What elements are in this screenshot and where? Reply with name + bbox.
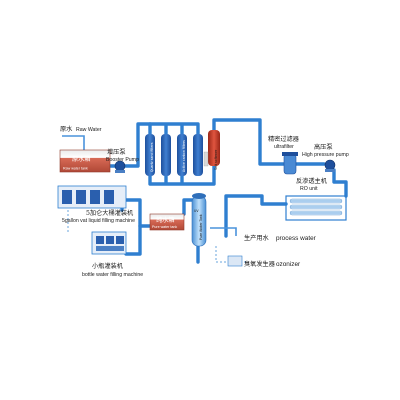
filter-header-pipe [148, 122, 200, 136]
booster-pump [114, 160, 126, 173]
bottle-zh: 小瓶灌装机 [92, 262, 124, 270]
process-water-pipe [210, 227, 237, 236]
ro-zh: 反渗透主机 [296, 177, 328, 185]
ro-en: RO unit [300, 186, 318, 192]
filter-column-3 [177, 134, 187, 176]
filter-bottom-pipe [148, 164, 216, 186]
ro-to-pure-tank-pipe [224, 194, 288, 238]
fine-filter-zh: 精密过滤器 [268, 135, 300, 143]
carbon-filter-label: Active carbon filters [182, 140, 186, 172]
raw-tank-zh: 原水箱 [72, 155, 91, 163]
gallon-filling-machine [57, 185, 127, 209]
ozonizer-zh: 臭氧发生器 [244, 260, 276, 268]
pure-water-tank: 纯水箱 Pure water tank [149, 213, 185, 231]
gallon-en: 5gallon vat liquid filling machine [62, 218, 135, 224]
pump-to-filters-pipe [122, 122, 152, 168]
gallon-zh: 5加仑大桶灌装机 [86, 209, 134, 217]
filter-column-2 [161, 134, 171, 176]
high-pressure-pump [324, 159, 336, 172]
softener-to-fine-filter-pipe [212, 118, 286, 166]
hp-pump-en: High pressure pump [302, 152, 349, 158]
quartz-filter-label: Quartz sand filters [150, 142, 154, 172]
filter-column-1 [145, 134, 155, 176]
fine-filter [282, 152, 298, 175]
booster-pump-zh: 增压泵 [107, 148, 126, 156]
vessel-label: Pure Water Tank [199, 214, 203, 240]
salt-softener [203, 130, 220, 167]
bottle-en: bottle water filling machine [82, 272, 143, 278]
process-water-en: process water [276, 235, 317, 242]
pure-tank-to-bottle-pipe [124, 224, 142, 256]
process-water-zh: 生产用水 [244, 234, 270, 242]
raw-water-tank: 原水箱 Raw water tank [59, 149, 111, 173]
hp-pump-to-ro-pipe [332, 168, 348, 198]
pure-water-vessel [191, 193, 207, 247]
raw-water-en: Raw Water [76, 127, 102, 133]
raw-water-zh: 原水 [60, 125, 73, 133]
booster-pump-en: Booster Pump [106, 157, 139, 163]
bottle-filling-machine [91, 231, 127, 255]
ozonizer [227, 255, 243, 267]
vessel-to-pure-tank-pipe [182, 198, 198, 216]
filter-column-4 [193, 134, 203, 176]
uv-label: UV [194, 209, 199, 213]
raw-water-inlet-pipe [62, 135, 85, 150]
ozonizer-en: ozonizer [276, 261, 301, 268]
pure-tank-zh: 纯水箱 [156, 216, 175, 224]
pure-tank-en: Pure water tank [152, 225, 177, 229]
fine-filter-en: ultrafilter [274, 144, 294, 150]
raw-tank-en: Raw water tank [63, 167, 88, 171]
hp-pump-zh: 高压泵 [314, 143, 333, 151]
softener-label: Salt softener [214, 149, 218, 170]
ro-unit [285, 195, 347, 221]
